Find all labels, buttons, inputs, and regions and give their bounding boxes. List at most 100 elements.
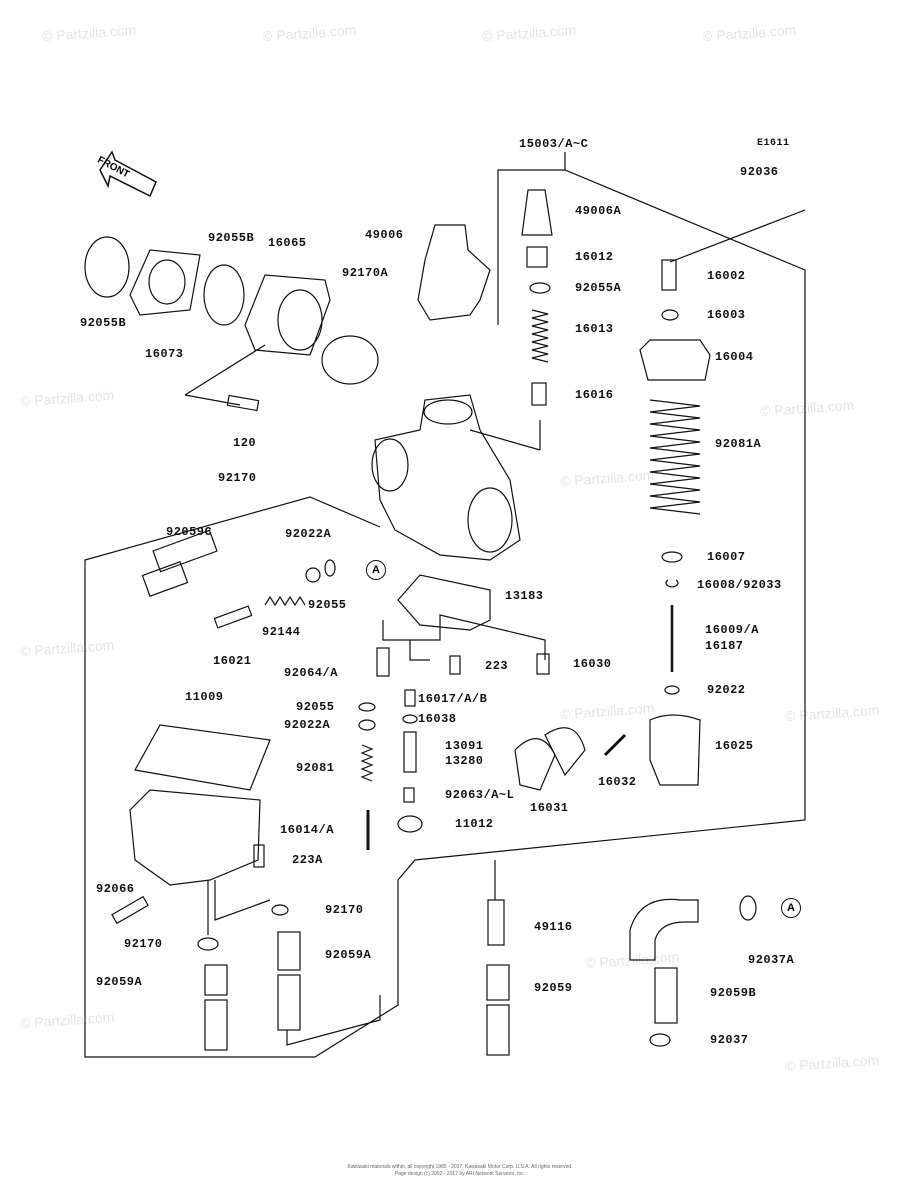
part-label[interactable]: 16187 xyxy=(705,639,744,653)
part-label[interactable]: 15003/A~C xyxy=(519,137,589,151)
needle-jet-part xyxy=(403,731,417,773)
part-label[interactable]: 92170 xyxy=(325,903,364,917)
part-label[interactable]: 16014/A xyxy=(280,823,334,837)
part-label[interactable]: 13091 xyxy=(445,739,484,753)
copyright-footer: Kawasaki materials within, all copyright… xyxy=(300,1164,620,1178)
jet-part xyxy=(403,787,415,803)
needle-holder-part xyxy=(531,382,547,406)
diagram-code: E1611 xyxy=(757,138,790,149)
screw-part xyxy=(213,605,253,629)
clip-part xyxy=(739,895,757,921)
part-label[interactable]: 16030 xyxy=(573,657,612,671)
part-label[interactable]: 16025 xyxy=(715,739,754,753)
part-label[interactable]: 16073 xyxy=(145,347,184,361)
float-part xyxy=(544,727,586,777)
part-label[interactable]: 16021 xyxy=(213,654,252,668)
part-label[interactable]: 92170 xyxy=(218,471,257,485)
o-ring-part xyxy=(358,702,376,712)
leader-line xyxy=(669,209,806,263)
part-label[interactable]: 16009/A xyxy=(705,623,759,637)
part-label[interactable]: 16016 xyxy=(575,388,614,402)
part-label[interactable]: 92055B xyxy=(208,231,255,245)
part-label[interactable]: 92064/A xyxy=(284,666,338,680)
part-label[interactable]: 92037A xyxy=(748,953,795,967)
hose-part xyxy=(654,967,678,1024)
part-label[interactable]: 16013 xyxy=(575,322,614,336)
part-label[interactable]: 92081A xyxy=(715,437,762,451)
part-label[interactable]: 92036 xyxy=(740,165,779,179)
part-label[interactable]: 16065 xyxy=(268,236,307,250)
part-label[interactable]: 16032 xyxy=(598,775,637,789)
part-label[interactable]: 16031 xyxy=(530,801,569,815)
screw-part xyxy=(253,844,265,868)
part-label[interactable]: 92081 xyxy=(296,761,335,775)
part-label[interactable]: 92066 xyxy=(96,882,135,896)
float-bowl-gasket xyxy=(134,724,271,791)
part-label[interactable]: 92059 xyxy=(534,981,573,995)
part-label[interactable]: 13280 xyxy=(445,754,484,768)
adjuster-part xyxy=(661,259,677,291)
part-label[interactable]: 92055 xyxy=(308,598,347,612)
intake-holder-bore xyxy=(277,289,323,351)
part-label[interactable]: 13183 xyxy=(505,589,544,603)
nut-part xyxy=(661,309,679,321)
leader-line xyxy=(184,344,266,396)
o-ring-part xyxy=(203,264,245,326)
part-label[interactable]: 92059A xyxy=(96,975,143,989)
part-label[interactable]: 16017/A/B xyxy=(418,692,488,706)
part-label[interactable]: 49006A xyxy=(575,204,622,218)
hose-part xyxy=(141,561,189,597)
part-label[interactable]: 223 xyxy=(485,659,509,673)
part-label[interactable]: 92055A xyxy=(575,281,622,295)
pin-part xyxy=(603,733,627,757)
part-label[interactable]: 92059A xyxy=(325,948,372,962)
part-label[interactable]: 92170 xyxy=(124,937,163,951)
leader-line xyxy=(184,394,241,406)
jet-part xyxy=(404,689,416,707)
part-label[interactable]: 92144 xyxy=(262,625,301,639)
screw-part xyxy=(111,895,149,925)
o-ring-part xyxy=(529,282,551,294)
float-bowl xyxy=(129,789,261,886)
boot-part xyxy=(417,224,491,321)
spring-part xyxy=(264,595,306,607)
fitting-part xyxy=(487,899,505,946)
part-label[interactable]: 92055 xyxy=(296,700,335,714)
part-label[interactable]: 11009 xyxy=(185,690,224,704)
part-label[interactable]: 92063/A~L xyxy=(445,788,515,802)
part-label[interactable]: 11012 xyxy=(455,817,494,831)
part-label[interactable]: 92059B xyxy=(710,986,757,1000)
part-label[interactable]: 16038 xyxy=(418,712,457,726)
part-label[interactable]: 49116 xyxy=(534,920,573,934)
washer-part xyxy=(661,551,683,563)
part-label[interactable]: 92055B xyxy=(80,316,127,330)
o-ring-part xyxy=(84,236,130,298)
part-label[interactable]: 92170A xyxy=(342,266,389,280)
clip-part xyxy=(197,937,219,951)
part-label[interactable]: 223A xyxy=(292,853,323,867)
part-label[interactable]: 16008/92033 xyxy=(697,578,782,592)
part-label[interactable]: 16007 xyxy=(707,550,746,564)
hose-part xyxy=(277,974,301,1031)
leader-line xyxy=(469,429,541,451)
part-label[interactable]: 120 xyxy=(233,436,257,450)
part-label[interactable]: 92022A xyxy=(285,527,332,541)
o-ring-part xyxy=(324,559,336,577)
part-label[interactable]: 92022A xyxy=(284,718,331,732)
part-label[interactable]: 49006 xyxy=(365,228,404,242)
spring-part xyxy=(531,309,549,363)
part-label[interactable]: 16012 xyxy=(575,250,614,264)
hose-part xyxy=(204,999,228,1051)
part-label[interactable]: 16002 xyxy=(707,269,746,283)
part-label[interactable]: 16004 xyxy=(715,350,754,364)
cap-part xyxy=(639,339,711,381)
part-label[interactable]: 92059C xyxy=(166,525,213,539)
leader-line xyxy=(286,995,381,1046)
part-label[interactable]: 92037 xyxy=(710,1033,749,1047)
part-label[interactable]: 92022 xyxy=(707,683,746,697)
part-label[interactable]: 16003 xyxy=(707,308,746,322)
float-pin-part xyxy=(152,529,218,573)
hose-part xyxy=(486,964,510,1001)
